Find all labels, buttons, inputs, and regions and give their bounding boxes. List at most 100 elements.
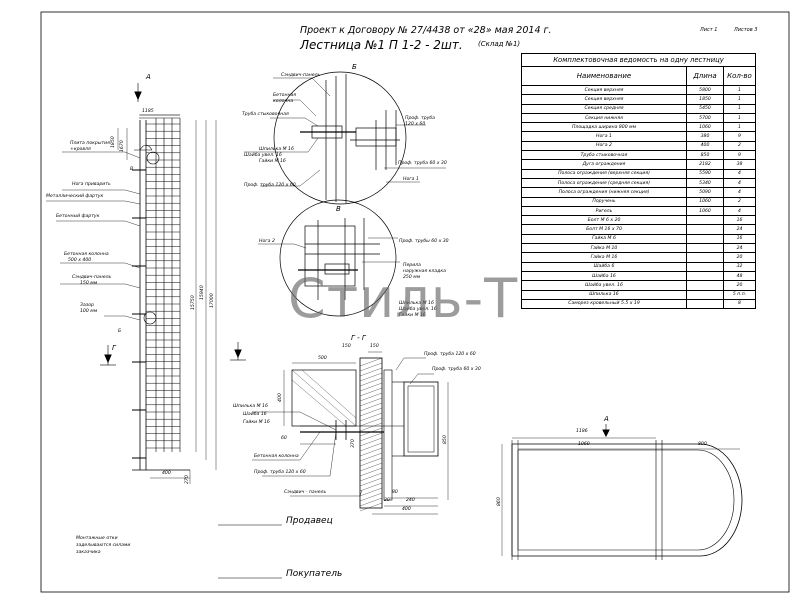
- item-qty: 1: [723, 103, 756, 114]
- item-qty: 4: [723, 168, 756, 179]
- item-length: [686, 224, 724, 235]
- detail-b-prof1: Проф. труба: [405, 116, 435, 121]
- note-line-1: Монтажные отки: [76, 536, 118, 541]
- ladder-title: Лестница №1 П 1-2 - 2шт.: [300, 38, 463, 52]
- roof-plate-label-2: +кровля: [70, 147, 91, 152]
- detail-v-gap-2: наружная кладка: [403, 269, 446, 274]
- seller-label: Продавец: [286, 516, 333, 526]
- item-name: Поручень: [521, 196, 687, 207]
- item-length: 5340: [686, 177, 724, 189]
- detail-b-stud: Шпилька М 16: [259, 147, 294, 152]
- item-length: 1850: [686, 94, 724, 105]
- table-row: Шайба увел. 16 20: [521, 280, 756, 291]
- detail-v-leg2: Нога 2: [259, 239, 275, 244]
- gg-stud: Шпилька М 16: [233, 404, 268, 409]
- item-length: 1060: [686, 122, 724, 133]
- dim-1185: 1185: [142, 109, 154, 114]
- gap-label: Зазор: [80, 303, 94, 308]
- item-name: Шайба увел. 16: [521, 280, 687, 291]
- sheet-frame: [40, 11, 790, 593]
- gg-sandwich: Сэндвич - панель: [284, 490, 327, 495]
- item-qty: 2: [723, 196, 756, 207]
- gg-washer: Шайба 16: [243, 412, 267, 417]
- detail-b-prof1-size: 120 х 60: [405, 122, 426, 127]
- detail-b-tube: Труба стыковочная: [242, 112, 289, 117]
- detail-b-nut: Гайки М 16: [259, 159, 286, 164]
- table-row: Болт М 16 х 70 24: [521, 224, 756, 235]
- item-name: Труба стыковочная: [521, 150, 687, 161]
- gg-nut: Гайки М 16: [243, 420, 270, 425]
- detail-b-prof3: Проф. труба 120 х 60: [244, 183, 296, 188]
- item-qty: 16: [723, 215, 756, 226]
- sheet-count: Листов 3: [734, 27, 758, 33]
- spec-table: Комплектовочная ведомость на одну лестни…: [521, 53, 756, 310]
- section-gg-drawing: [230, 342, 449, 515]
- watermark: Стиль-Т: [288, 267, 519, 330]
- detail-v-gap-3: 250 мм: [403, 275, 421, 280]
- detail-b-sandwich: Сэндвич-панель: [281, 73, 321, 78]
- detail-v-prof: Проф. трубы 60 х 30: [399, 239, 449, 244]
- dim-15940: 15940: [200, 285, 205, 300]
- item-name: Секция верхняя: [521, 84, 687, 96]
- detail-v-washer: Шайба увел. 16: [399, 307, 437, 312]
- detail-v-gap-1: Перила: [403, 263, 421, 268]
- item-qty: 1: [723, 122, 756, 133]
- gg-dim-20: 20: [384, 498, 390, 503]
- roof-plate-label: Плита покрытия: [70, 141, 110, 146]
- item-name: Шайба 6: [521, 261, 687, 272]
- item-name: Шпилька 16: [521, 289, 687, 300]
- item-qty: 20: [723, 280, 756, 291]
- view-a-title: А: [604, 415, 609, 423]
- item-name: Дуга ограждения: [521, 159, 687, 170]
- section-gg-title: Г - Г: [351, 334, 366, 342]
- gg-dim-500: 500: [318, 356, 327, 361]
- item-name: Болт М 16 х 70: [521, 224, 687, 235]
- view-a-drawing: [501, 424, 743, 560]
- gap-size: 100 мм: [80, 309, 98, 314]
- dim-15750: 15750: [191, 295, 196, 310]
- callout-b-left: Б: [118, 329, 122, 334]
- item-qty: 4: [723, 205, 756, 217]
- item-name: Полоса ограждения (нижняя секция): [521, 187, 687, 198]
- item-name: Шайба 16: [521, 270, 687, 282]
- detail-b-title: Б: [352, 63, 357, 71]
- item-length: 380: [686, 131, 724, 142]
- item-name: Секция средняя: [521, 103, 687, 114]
- detail-b-drawing: [244, 71, 446, 205]
- sheet-number: Лист 1: [700, 27, 718, 33]
- item-qty: 9: [723, 150, 756, 161]
- dim-17000: 17000: [210, 293, 215, 308]
- item-length: 5800: [686, 84, 724, 96]
- item-qty: 20: [723, 252, 756, 263]
- ladder-subtitle: (Склад №1): [478, 40, 521, 48]
- gg-prof1: Проф. труба 120 х 60: [424, 352, 476, 357]
- item-length: [686, 261, 724, 272]
- metal-flashing-label: Металлический фартук: [46, 194, 104, 199]
- item-length: 2182: [686, 159, 724, 170]
- detail-v-drawing: [258, 199, 400, 317]
- item-length: 5450: [686, 103, 724, 114]
- item-qty: 24: [723, 224, 756, 235]
- item-name: Нога 1: [521, 131, 687, 142]
- dim-400: 400: [162, 471, 171, 476]
- item-name: Гайка М 6: [521, 233, 687, 245]
- section-g-label: Г: [112, 344, 116, 352]
- note-line-3: заказчика: [76, 550, 101, 555]
- spec-table-caption: Комплектовочная ведомость на одну лестни…: [521, 53, 756, 66]
- view-a-dim-1060: 1060: [578, 442, 590, 447]
